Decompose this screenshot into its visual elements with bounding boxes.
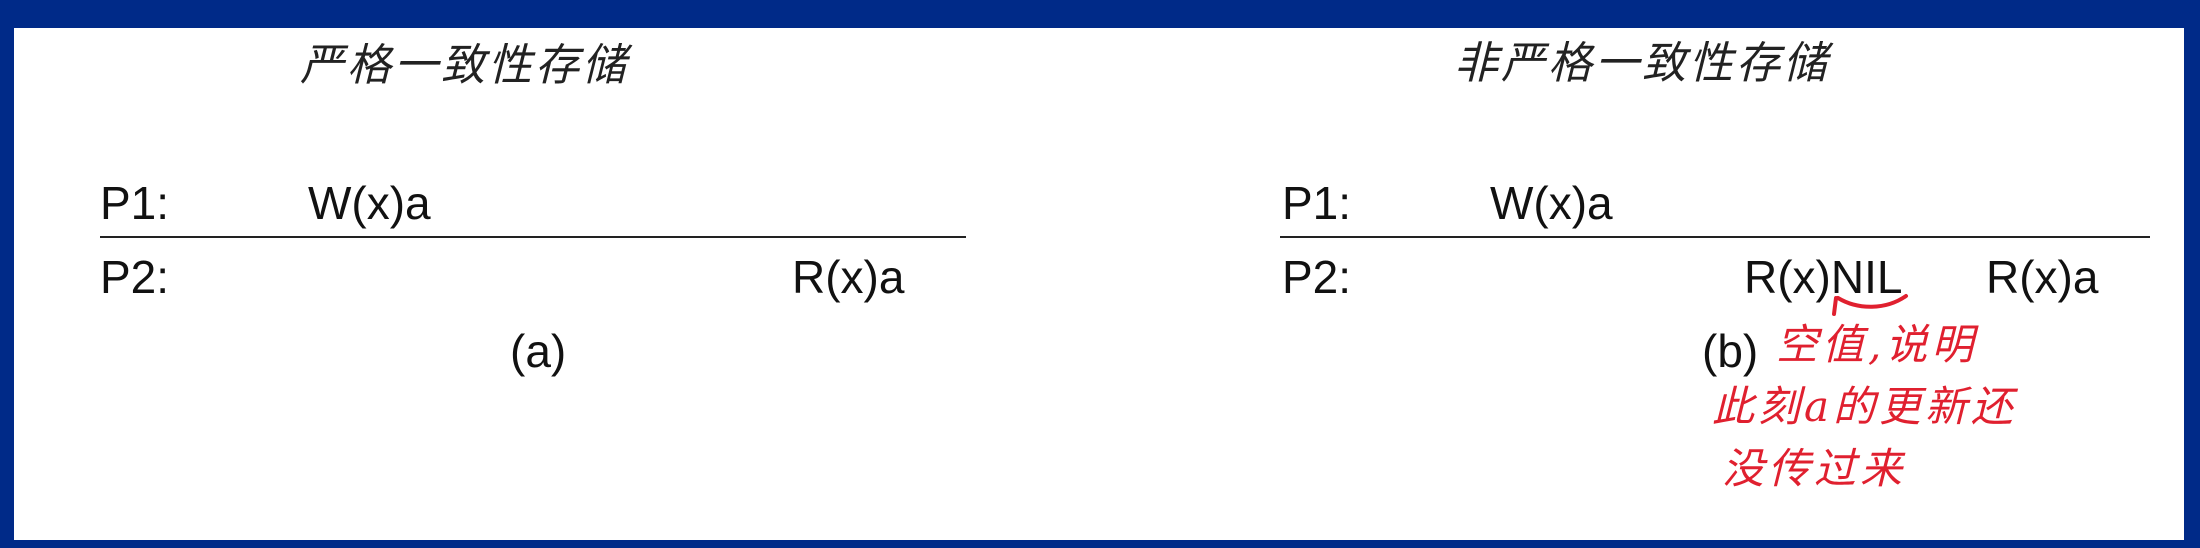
right-process-divider	[1280, 236, 2150, 238]
right-p2-label: P2:	[1282, 251, 1352, 303]
annotation-line-3: 没传过来	[1722, 444, 1907, 493]
left-caption: (a)	[510, 325, 567, 377]
right-heading: 非严格一致性存储	[1454, 38, 1830, 89]
left-p1-write-op: W(x)a	[308, 177, 431, 229]
right-p2-read-op: R(x)a	[1986, 251, 2099, 303]
annotation-line-1: 空值,说明	[1776, 320, 1978, 369]
right-p2-read-nil-op: R(x)NIL	[1744, 251, 1903, 303]
left-p2-label: P2:	[100, 251, 170, 303]
left-p2-read-op: R(x)a	[792, 251, 905, 303]
right-p1-write-op: W(x)a	[1490, 177, 1613, 229]
diagram-canvas	[14, 28, 2184, 540]
right-p1-label: P1:	[1282, 177, 1352, 229]
left-p1-label: P1:	[100, 177, 170, 229]
left-process-divider	[100, 236, 966, 238]
annotation-line-2: 此刻a的更新还	[1712, 382, 2018, 431]
right-caption: (b)	[1702, 325, 1759, 377]
left-heading: 严格一致性存储	[300, 40, 629, 91]
